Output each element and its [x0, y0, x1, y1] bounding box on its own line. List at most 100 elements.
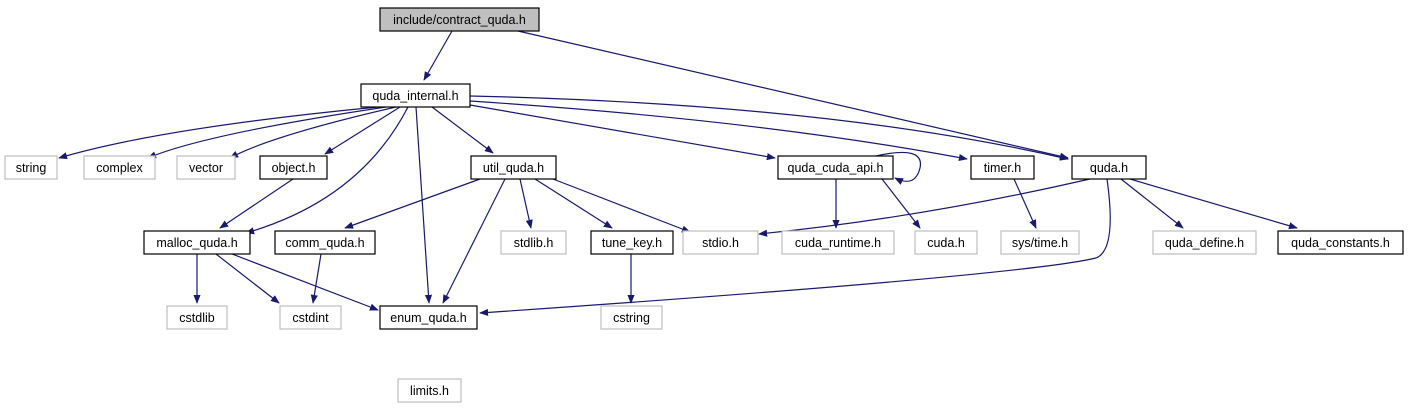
node-label-stdlib: stdlib.h	[514, 236, 554, 250]
node-box-quda_internal	[360, 83, 471, 108]
node-label-cstdint: cstdint	[292, 311, 329, 325]
node-comm_quda[interactable]: comm_quda.h	[274, 230, 376, 255]
node-box-tune_key	[590, 230, 674, 255]
edge-malloc_quda-to-cstdint	[215, 253, 280, 304]
node-util_quda[interactable]: util_quda.h	[470, 155, 557, 180]
node-cuda_runtime: cuda_runtime.h	[781, 230, 895, 255]
node-enum_quda[interactable]: enum_quda.h	[379, 305, 478, 330]
node-quda_define: quda_define.h	[1152, 230, 1257, 255]
edge-quda-to-enum_quda	[479, 178, 1111, 317]
node-label-enum_quda: enum_quda.h	[390, 311, 467, 325]
node-malloc_quda[interactable]: malloc_quda.h	[143, 230, 251, 255]
edge-quda_internal-to-quda	[469, 95, 1069, 161]
node-label-quda_constants: quda_constants.h	[1291, 236, 1390, 250]
node-string: string	[4, 155, 58, 180]
edge-util_quda-to-comm_quda	[344, 178, 481, 229]
edge-quda-to-quda_define	[1120, 178, 1184, 229]
node-label-quda_internal: quda_internal.h	[372, 89, 458, 103]
node-box-limits	[397, 378, 462, 403]
edge-quda_internal-to-string	[58, 106, 379, 160]
node-box-quda	[1071, 155, 1147, 180]
node-label-string: string	[16, 161, 47, 175]
node-box-object	[259, 155, 328, 180]
edge-quda_internal-to-timer	[469, 100, 968, 162]
node-cstdlib: cstdlib	[166, 305, 228, 330]
node-box-util_quda	[470, 155, 557, 180]
edge-quda_internal-to-malloc_quda	[245, 106, 409, 235]
node-label-limits: limits.h	[410, 384, 449, 398]
node-box-cstring	[600, 305, 663, 330]
node-box-quda_cuda_api	[777, 155, 894, 180]
edge-contract_quda-to-quda	[517, 30, 1069, 160]
node-timer[interactable]: timer.h	[970, 155, 1035, 180]
node-sys_time: sys/time.h	[1000, 230, 1080, 255]
node-complex: complex	[83, 155, 156, 180]
node-tune_key[interactable]: tune_key.h	[590, 230, 674, 255]
node-box-stdlib	[500, 230, 567, 255]
edge-quda_cuda_api-to-quda_cuda_api	[875, 151, 922, 185]
node-cstdint: cstdint	[279, 305, 342, 330]
node-box-quda_define	[1152, 230, 1257, 255]
node-cuda: cuda.h	[914, 230, 978, 255]
node-box-comm_quda	[274, 230, 376, 255]
node-object[interactable]: object.h	[259, 155, 328, 180]
edge-quda-to-quda_constants	[1129, 178, 1298, 230]
node-label-comm_quda: comm_quda.h	[285, 236, 364, 250]
node-label-util_quda: util_quda.h	[483, 161, 544, 175]
node-stdlib: stdlib.h	[500, 230, 567, 255]
node-label-quda_define: quda_define.h	[1165, 236, 1244, 250]
edge-malloc_quda-to-enum_quda	[231, 253, 379, 311]
node-box-vector	[176, 155, 236, 180]
edge-quda_internal-to-object	[324, 106, 401, 155]
node-box-quda_constants	[1277, 230, 1404, 255]
node-label-tune_key: tune_key.h	[602, 236, 662, 250]
node-label-stdio: stdio.h	[702, 236, 739, 250]
node-quda_constants[interactable]: quda_constants.h	[1277, 230, 1404, 255]
edge-timer-to-sys_time	[1013, 178, 1037, 229]
edge-quda_cuda_api-to-cuda	[881, 178, 921, 229]
node-box-cuda	[914, 230, 978, 255]
edge-quda_internal-to-enum_quda	[415, 106, 433, 304]
edge-quda_internal-to-util_quda	[431, 106, 494, 154]
node-label-malloc_quda: malloc_quda.h	[156, 236, 237, 250]
node-label-complex: complex	[96, 161, 143, 175]
node-label-contract_quda: include/contract_quda.h	[393, 13, 526, 27]
edge-layer	[58, 30, 1298, 317]
node-box-cuda_runtime	[781, 230, 895, 255]
node-label-cstring: cstring	[613, 311, 650, 325]
node-box-complex	[83, 155, 156, 180]
edge-quda_internal-to-complex	[147, 106, 387, 159]
edge-util_quda-to-enum_quda	[442, 178, 506, 304]
node-label-cuda_runtime: cuda_runtime.h	[795, 236, 881, 250]
node-contract_quda[interactable]: include/contract_quda.h	[379, 7, 540, 32]
node-label-sys_time: sys/time.h	[1012, 236, 1068, 250]
node-quda_cuda_api[interactable]: quda_cuda_api.h	[777, 155, 894, 180]
node-box-cstdint	[279, 305, 342, 330]
edge-contract_quda-to-quda_internal	[423, 30, 453, 81]
node-stdio: stdio.h	[682, 230, 759, 255]
edge-quda_internal-to-quda_cuda_api	[469, 104, 776, 161]
node-label-quda_cuda_api: quda_cuda_api.h	[788, 161, 884, 175]
node-box-stdio	[682, 230, 759, 255]
node-label-cuda: cuda.h	[927, 236, 965, 250]
node-label-vector: vector	[189, 161, 223, 175]
node-limits: limits.h	[397, 378, 462, 403]
node-label-quda: quda.h	[1090, 161, 1128, 175]
node-quda_internal[interactable]: quda_internal.h	[360, 83, 471, 108]
node-box-cstdlib	[166, 305, 228, 330]
edge-util_quda-to-stdio	[552, 178, 691, 233]
edge-comm_quda-to-cstdint	[310, 253, 322, 304]
node-label-cstdlib: cstdlib	[179, 311, 214, 325]
node-box-timer	[970, 155, 1035, 180]
node-box-contract_quda	[379, 7, 540, 32]
node-vector: vector	[176, 155, 236, 180]
node-box-malloc_quda	[143, 230, 251, 255]
node-box-enum_quda	[379, 305, 478, 330]
edge-quda-to-stdio	[758, 178, 1091, 237]
node-label-timer: timer.h	[984, 161, 1022, 175]
node-quda[interactable]: quda.h	[1071, 155, 1147, 180]
node-cstring: cstring	[600, 305, 663, 330]
node-box-string	[4, 155, 58, 180]
edge-util_quda-to-tune_key	[534, 178, 613, 229]
